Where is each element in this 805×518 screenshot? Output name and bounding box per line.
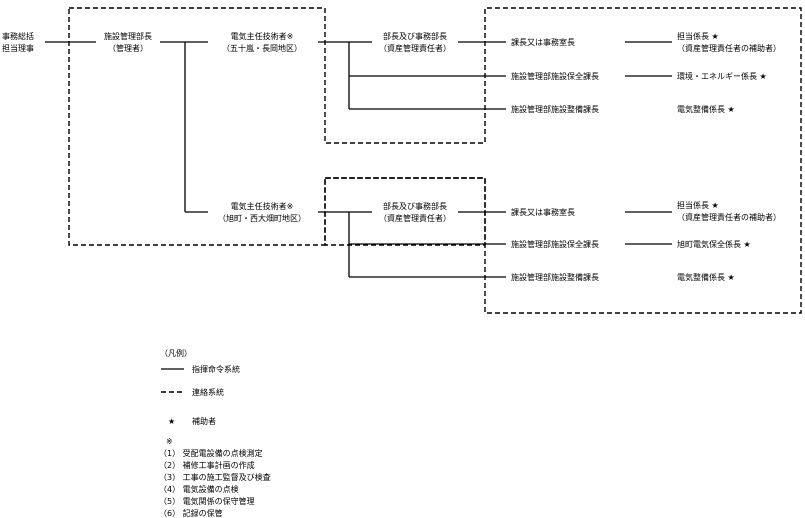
dashed-region-outer	[68, 7, 802, 314]
node-tantou1-line1: 担当係長 ★	[677, 31, 719, 41]
node-denki1-line2: （五十嵐・長岡地区）	[222, 43, 302, 53]
node-seibi2: 施設管理部施設整備課長	[511, 272, 599, 282]
node-denki1-line1: 電気主任技術者※	[231, 31, 294, 41]
node-buchou2-line2: （資産管理責任者）	[379, 213, 451, 223]
node-kankyo: 環境・エネルギー係長 ★	[677, 71, 767, 81]
legend-star-icon: ★	[168, 417, 175, 426]
legend-star-label: 補助者	[192, 416, 216, 426]
node-tantou2-line1: 担当係長 ★	[677, 200, 719, 210]
dashed-region-lower	[324, 177, 486, 246]
notes-mark: ※	[166, 437, 173, 446]
node-buchou2-line1: 部長及び事務部長	[383, 201, 447, 211]
node-denki2-line1: 電気主任技術者※	[231, 201, 294, 211]
notes: ※ （1） 受配電設備の点検測定 （2） 補修工事計画の作成 （3） 工事の施工…	[159, 437, 271, 518]
note-item: （1） 受配電設備の点検測定	[159, 448, 263, 458]
legend: （凡例） 指揮命令系統 連絡系統 ★ 補助者	[160, 348, 240, 426]
note-item: （4） 電気設備の点検	[159, 484, 239, 494]
node-asahi: 旭町電気保全係長 ★	[677, 239, 751, 249]
node-hozen1: 施設管理部施設保全課長	[511, 71, 599, 81]
node-shisetsu-line1: 施設管理部長	[104, 31, 152, 41]
legend-dash-label: 連絡系統	[192, 387, 224, 397]
node-jimu-line1: 事務総括	[2, 31, 34, 41]
node-kachou1: 課長又は事務室長	[511, 37, 575, 47]
command-lines	[45, 41, 672, 278]
note-item: （5） 電気関係の保守管理	[159, 496, 255, 506]
legend-title: （凡例）	[160, 348, 192, 358]
note-item: （6） 記録の保管	[159, 508, 223, 518]
node-kachou2: 課長又は事務室長	[511, 207, 575, 217]
node-tantou1-line2: （資産管理責任者の補助者）	[677, 43, 781, 53]
node-shisetsu-line2: （管理者）	[108, 43, 148, 53]
node-buchou1-line1: 部長及び事務部長	[383, 31, 447, 41]
node-jimu-line2: 担当理事	[2, 43, 34, 53]
legend-solid-label: 指揮命令系統	[192, 364, 240, 374]
node-buchou1-line2: （資産管理責任者）	[379, 43, 451, 53]
note-item: （2） 補修工事計画の作成	[159, 460, 255, 470]
note-item: （3） 工事の施工監督及び検査	[159, 472, 271, 482]
node-tantou2-line2: （資産管理責任者の補助者）	[677, 212, 781, 222]
node-denki2-line2: （旭町・西大畑町地区）	[218, 213, 306, 223]
node-denkiseibi1: 電気整備係長 ★	[677, 104, 735, 114]
node-seibi1: 施設管理部施設整備課長	[511, 104, 599, 114]
node-denkiseibi2: 電気整備係長 ★	[677, 272, 735, 282]
node-hozen2: 施設管理部施設保全課長	[511, 239, 599, 249]
